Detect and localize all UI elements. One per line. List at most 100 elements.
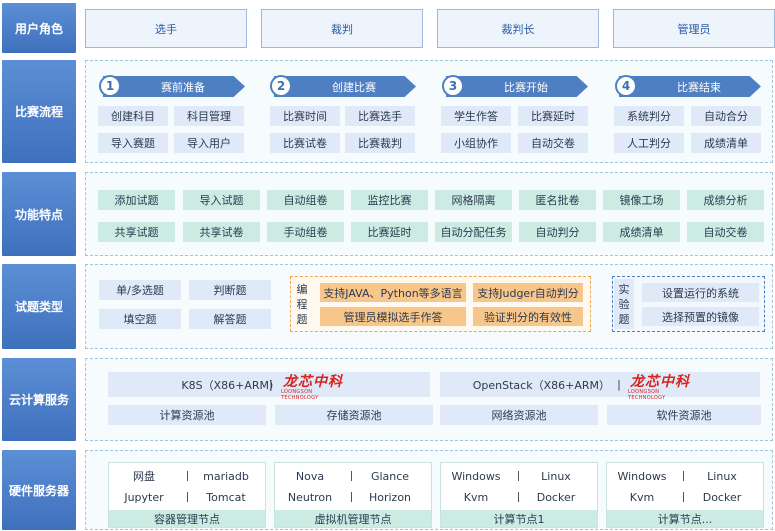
stage-1-item: 导入用户 — [174, 133, 244, 153]
feature-item: 共享试题 — [98, 222, 175, 242]
stage-3-item: 比赛延时 — [518, 106, 588, 126]
openstack-separator: | — [617, 378, 621, 391]
feature-item: 手动组卷 — [267, 222, 344, 242]
loongson-logo-text: 龙芯中科 — [630, 374, 690, 390]
resource-pool: 计算资源池 — [108, 405, 266, 425]
stage-3-arrow: 比赛开始 — [446, 76, 588, 97]
row-label-features: 功能特点 — [2, 172, 76, 256]
basic-question-type: 单/多选题 — [99, 280, 181, 300]
feature-item: 添加试题 — [98, 190, 175, 210]
hardware-item: mariadb — [203, 469, 249, 483]
hardware-separator — [518, 471, 519, 481]
resource-pool: 网络资源池 — [440, 405, 598, 425]
hardware-item: Linux — [541, 469, 571, 483]
loongson-logo-sub: LOONGSON TECHNOLOGY — [628, 389, 666, 401]
programming-feature: 管理员模拟选手作答 — [320, 307, 466, 326]
loongson-logo: 龙芯中科 LOONGSON TECHNOLOGY — [281, 375, 345, 401]
resource-pool: 存储资源池 — [275, 405, 433, 425]
hardware-separator — [351, 471, 352, 481]
hardware-item: Docker — [536, 490, 576, 504]
programming-feature: 支持JAVA、Python等多语言 — [320, 283, 466, 302]
stage-1-item: 导入赛题 — [98, 133, 168, 153]
programming-label: 编 程 题 — [292, 280, 312, 328]
openstack-platform-name: OpenStack（X86+ARM） — [472, 378, 610, 392]
hardware-separator — [187, 492, 188, 502]
hardware-item: Kvm — [629, 490, 655, 504]
hardware-node-label: 计算节点... — [607, 510, 763, 527]
programming-feature: 支持Judger自动判分 — [473, 283, 583, 302]
feature-item: 导入试题 — [183, 190, 260, 210]
stage-2-item: 比赛裁判 — [345, 133, 415, 153]
hardware-item: Windows — [451, 469, 501, 483]
hardware-separator — [518, 492, 519, 502]
hardware-item: Linux — [707, 469, 737, 483]
hardware-item: Kvm — [463, 490, 489, 504]
stage-4-arrow: 比赛结束 — [619, 76, 761, 97]
stage-1-item: 科目管理 — [174, 106, 244, 126]
stage-2-number: 2 — [270, 75, 292, 97]
stage-1-number: 1 — [99, 75, 121, 97]
feature-item: 自动分配任务 — [435, 222, 512, 242]
k8s-separator: | — [269, 378, 273, 391]
hardware-separator — [187, 471, 188, 481]
stage-4-item: 自动合分 — [691, 106, 761, 126]
lab-label: 实 验 题 — [614, 279, 634, 329]
hardware-node-label: 计算节点1 — [441, 510, 597, 527]
hardware-node-label: 虚拟机管理节点 — [275, 510, 431, 527]
lab-feature: 设置运行的系统 — [642, 283, 759, 302]
lab-label-char: 题 — [618, 312, 630, 326]
openstack-platform-bar — [440, 372, 760, 397]
hardware-item: Glance — [370, 469, 410, 483]
feature-item: 成绩清单 — [603, 222, 680, 242]
lab-feature: 选择预置的镜像 — [642, 307, 759, 326]
feature-item: 监控比赛 — [351, 190, 428, 210]
basic-question-type: 填空题 — [99, 309, 181, 329]
hardware-item: Tomcat — [206, 490, 246, 504]
hardware-item: Nova — [295, 469, 325, 483]
programming-label-char: 程 — [296, 297, 308, 311]
stage-3-item: 学生作答 — [441, 106, 511, 126]
stage-2-item: 比赛选手 — [345, 106, 415, 126]
k8s-platform-name: K8S（X86+ARM） — [181, 378, 280, 392]
basic-question-type: 判断题 — [189, 280, 271, 300]
programming-label-char: 题 — [296, 312, 308, 326]
feature-item: 自动组卷 — [267, 190, 344, 210]
feature-item: 网格隔离 — [435, 190, 512, 210]
row-label-types: 试题类型 — [2, 264, 76, 349]
stage-2-item: 比赛试卷 — [270, 133, 340, 153]
basic-question-type: 解答题 — [189, 309, 271, 329]
stage-3-item: 小组协作 — [441, 133, 511, 153]
stage-2-item: 比赛时间 — [270, 106, 340, 126]
programming-feature: 验证判分的有效性 — [473, 307, 583, 326]
hardware-item: Neutron — [287, 490, 333, 504]
hardware-item: Jupyter — [124, 490, 164, 504]
hardware-item: Horizon — [368, 490, 412, 504]
hardware-item: Windows — [617, 469, 667, 483]
stage-3-item: 自动交卷 — [518, 133, 588, 153]
stage-1-item: 创建科目 — [98, 106, 168, 126]
hardware-separator — [683, 492, 684, 502]
hardware-item: 网盘 — [133, 470, 155, 483]
stage-4-item: 成绩清单 — [691, 133, 761, 153]
role-admin: 管理员 — [613, 9, 775, 48]
stage-2-arrow: 创建比赛 — [274, 76, 416, 97]
feature-item: 成绩分析 — [687, 190, 764, 210]
row-label-hardware: 硬件服务器 — [2, 450, 76, 530]
feature-item: 比赛延时 — [351, 222, 428, 242]
stage-4-item: 系统判分 — [614, 106, 684, 126]
lab-label-char: 验 — [618, 297, 630, 311]
resource-pool: 软件资源池 — [607, 405, 761, 425]
stage-1-arrow: 赛前准备 — [103, 76, 245, 97]
role-player: 选手 — [85, 9, 247, 48]
row-label-roles: 用户角色 — [2, 3, 76, 53]
feature-item: 匿名批卷 — [519, 190, 596, 210]
lab-label-char: 实 — [618, 282, 630, 296]
k8s-platform-bar — [108, 372, 430, 397]
loongson-logo-text: 龙芯中科 — [283, 374, 343, 390]
loongson-logo-sub: LOONGSON TECHNOLOGY — [281, 389, 319, 401]
feature-item: 镜像工场 — [603, 190, 680, 210]
features-panel — [85, 172, 773, 256]
loongson-logo: 龙芯中科 LOONGSON TECHNOLOGY — [628, 375, 692, 401]
cloud-panel — [85, 358, 773, 441]
hardware-item: Docker — [702, 490, 742, 504]
